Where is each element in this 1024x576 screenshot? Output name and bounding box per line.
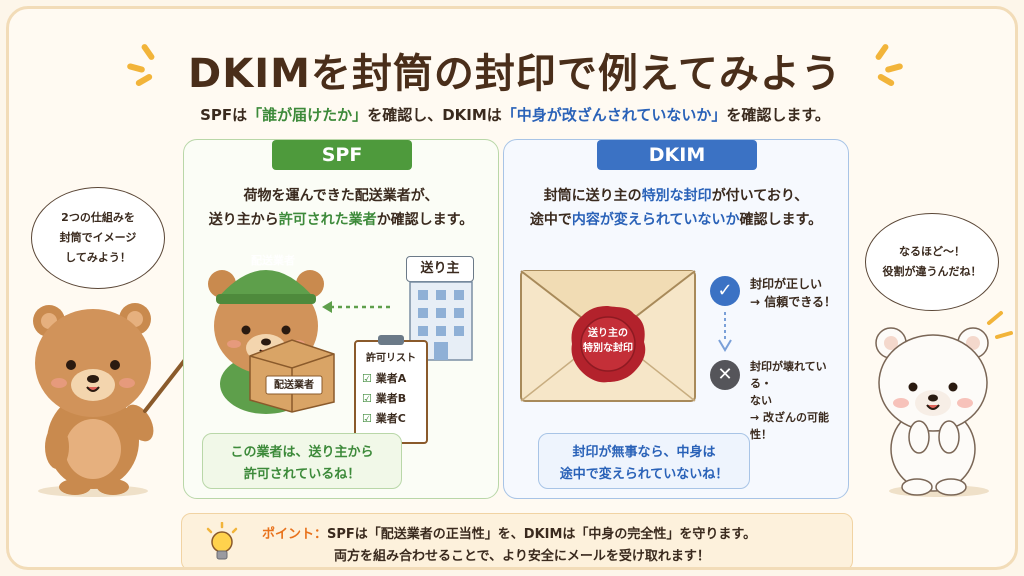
sender-label: 送り主 xyxy=(406,256,474,282)
clipboard-item: ☑ 業者B xyxy=(362,390,406,407)
spf-panel: SPF 荷物を運んできた配送業者が、 送り主から許可された業者か確認します。 配… xyxy=(183,139,499,499)
spf-line-2-c: か確認します。 xyxy=(376,212,474,228)
polar-bear-icon xyxy=(875,311,1013,497)
dkim-note: 封印が無事なら、中身は 途中で変えられていないね！ xyxy=(538,433,750,489)
seal-line: 特別な封印 xyxy=(583,343,633,354)
lightbulb-icon xyxy=(206,522,238,560)
right-bubble-line: なるほど〜！ xyxy=(899,245,965,258)
cap-label: 配送業者 xyxy=(251,254,295,267)
right-speech-bubble: なるほど〜！ 役割が違うんだね！ xyxy=(865,213,999,311)
arrow-down-icon xyxy=(718,312,732,352)
subtitle: SPFは「誰が届けたか」を確認し、DKIMは「中身が改ざんされていないか」を確認… xyxy=(9,104,1015,125)
check-icon: ✓ xyxy=(710,276,740,306)
box-label: 配送業者 xyxy=(274,380,314,391)
subtitle-dkim-quote: 「中身が改ざんされていないか」 xyxy=(501,106,727,124)
clipboard-item-label: 業者A xyxy=(375,372,407,385)
dkim-line-2: 途中で内容が変えられていないか確認します。 xyxy=(504,208,848,232)
subtitle-mid: を確認し、DKIMは xyxy=(367,106,502,124)
clipboard-item: ☑ 業者A xyxy=(362,370,406,387)
spf-line-1: 荷物を運んできた配送業者が、 xyxy=(243,188,439,204)
spf-tag: SPF xyxy=(272,140,412,170)
dkim-line-2-b: 内容が変えられていないか xyxy=(571,212,740,228)
dkim-note-line: 途中で変えられていないね！ xyxy=(559,467,729,482)
seal-line: 送り主の xyxy=(588,328,628,339)
spf-note-line: 許可されているね！ xyxy=(243,467,361,482)
check-icon: ☑ xyxy=(362,392,372,405)
clipboard-item-label: 業者C xyxy=(375,412,406,425)
point-line-1: ポイント：SPFは「配送業者の正当性」を、DKIMは「中身の完全性」を守ります。 xyxy=(262,523,756,542)
check-ok-sub: → 信頼できる！ xyxy=(750,295,836,309)
parcel-icon xyxy=(249,339,335,413)
spf-line-2-b: 許可された業者 xyxy=(278,212,377,228)
right-bubble-line: 役割が違うんだね！ xyxy=(882,265,982,278)
dkim-line-2-c: 確認します。 xyxy=(739,212,823,228)
check-ng-line: 封印が壊れている・ xyxy=(750,360,827,390)
dkim-panel: DKIM 封筒に送り主の特別な封印が付いており、 途中で内容が変えられていないか… xyxy=(503,139,849,499)
check-ng-line: ない xyxy=(750,394,772,407)
left-speech-bubble: 2つの仕組みを 封筒でイメージ してみよう！ xyxy=(31,187,165,289)
left-bubble-line: 2つの仕組みを xyxy=(61,211,135,224)
cross-icon: ✕ xyxy=(710,360,740,390)
dkim-line-1-a: 封筒に送り主の xyxy=(543,188,642,204)
point-label: ポイント： xyxy=(262,527,328,542)
check-ng-line: → 改ざんの可能性！ xyxy=(750,411,830,441)
infographic-frame: DKIMを封筒の封印で例えてみよう SPFは「誰が届けたか」を確認し、DKIMは… xyxy=(6,6,1018,570)
spf-note-line: この業者は、送り主から xyxy=(230,445,374,460)
spf-line-2: 送り主から許可された業者か確認します。 xyxy=(184,208,498,232)
subtitle-pre: SPFは xyxy=(200,106,248,124)
bear-teacher-icon xyxy=(33,303,197,497)
dkim-line-1-c: が付いており、 xyxy=(711,188,809,204)
spf-note: この業者は、送り主から 許可されているね！ xyxy=(202,433,402,489)
left-bubble-line: してみよう！ xyxy=(65,251,131,264)
clipboard-item: ☑ 業者C xyxy=(362,410,406,427)
arrow-icon xyxy=(322,301,394,313)
subtitle-post: を確認します。 xyxy=(726,106,830,124)
clipboard-title: 許可リスト xyxy=(366,353,416,364)
check-icon: ☑ xyxy=(362,372,372,385)
point-line-2: 両方を組み合わせることで、より安全にメールを受け取れます！ xyxy=(334,549,710,564)
left-bubble-line: 封筒でイメージ xyxy=(59,231,137,244)
check-ng-text: 封印が壊れている・ ない → 改ざんの可能性！ xyxy=(750,358,846,443)
dkim-line-1: 封筒に送り主の特別な封印が付いており、 xyxy=(504,184,848,208)
dkim-tag: DKIM xyxy=(597,140,757,170)
dkim-note-line: 封印が無事なら、中身は xyxy=(572,445,716,460)
point-box: ポイント：SPFは「配送業者の正当性」を、DKIMは「中身の完全性」を守ります。… xyxy=(181,513,853,567)
dkim-line-2-a: 途中で xyxy=(529,212,572,228)
check-ok-title: 封印が正しい xyxy=(750,277,823,291)
spf-line-2-a: 送り主から xyxy=(208,212,279,228)
check-icon: ☑ xyxy=(362,412,372,425)
clipboard-item-label: 業者B xyxy=(375,392,407,405)
subtitle-spf-quote: 「誰が届けたか」 xyxy=(247,106,368,124)
seal-label: 送り主の 特別な封印 xyxy=(568,326,648,356)
clipboard-icon: 許可リスト ☑ 業者A ☑ 業者B ☑ 業者C xyxy=(354,335,428,444)
wax-seal-icon xyxy=(571,306,646,383)
point-text-1: SPFは「配送業者の正当性」を、DKIMは「中身の完全性」を守ります。 xyxy=(327,527,757,542)
dkim-line-1-b: 特別な封印 xyxy=(641,188,712,204)
page-title: DKIMを封筒の封印で例えてみよう xyxy=(188,51,842,97)
